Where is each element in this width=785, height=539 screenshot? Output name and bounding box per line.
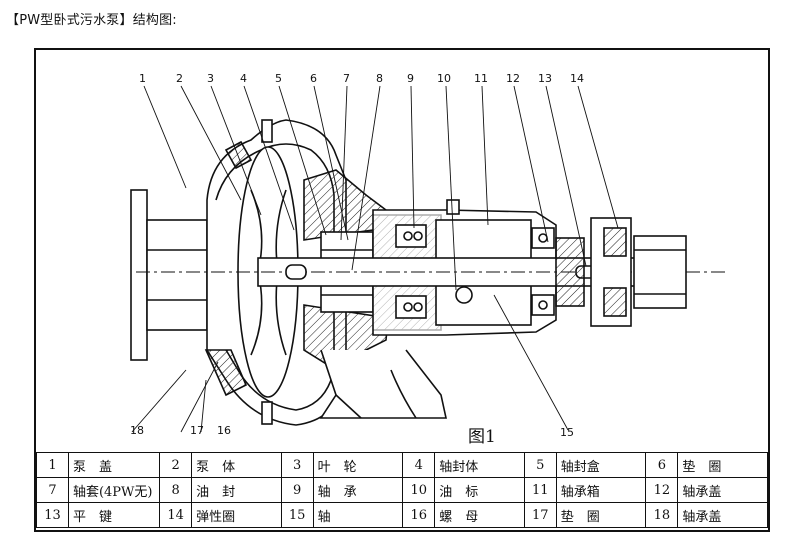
part-number: 4 <box>402 452 436 478</box>
callout-1: 1 <box>139 72 146 85</box>
part-name: 泵 体 <box>191 452 282 478</box>
part-name: 弹性圈 <box>191 502 282 528</box>
figure-label: 图1 <box>468 427 496 447</box>
bearing-cap-right <box>555 237 585 307</box>
part-number: 2 <box>159 452 193 478</box>
page-caption: 【PW型卧式污水泵】结构图: <box>6 13 177 28</box>
bearing-right-upper <box>531 227 555 249</box>
oil-indicator <box>455 286 473 304</box>
coupling-right <box>633 235 687 309</box>
part-name: 垫 圈 <box>677 452 768 478</box>
callout-3: 3 <box>207 72 214 85</box>
part-name: 油 封 <box>191 477 282 503</box>
inlet-pipe <box>146 219 208 331</box>
callout-11: 11 <box>474 72 488 85</box>
elastic-ring <box>603 227 627 257</box>
part-number: 3 <box>280 452 314 478</box>
callout-2: 2 <box>176 72 183 85</box>
callout-17: 17 <box>190 424 204 437</box>
bearing-right-lower <box>531 294 555 316</box>
part-name: 叶 轮 <box>312 452 404 478</box>
callout-6: 6 <box>310 72 317 85</box>
top-bolt <box>261 119 273 143</box>
part-name: 轴承箱 <box>555 477 647 503</box>
part-number: 18 <box>645 502 679 528</box>
part-number: 16 <box>402 502 436 528</box>
callout-10: 10 <box>437 72 451 85</box>
part-number: 9 <box>280 477 314 503</box>
inlet-flange <box>130 189 148 361</box>
part-number: 8 <box>159 477 193 503</box>
part-number: 6 <box>645 452 679 478</box>
pump-cross-section-drawing: 1 2 3 4 5 6 7 8 9 10 11 12 13 14 15 16 1… <box>130 72 726 447</box>
callout-9: 9 <box>407 72 414 85</box>
callout-13: 13 <box>538 72 552 85</box>
part-name: 螺 母 <box>434 502 525 528</box>
bearing-left-upper <box>395 224 427 248</box>
part-name: 轴承盖 <box>677 477 768 503</box>
callout-5: 5 <box>275 72 282 85</box>
part-number: 15 <box>280 502 314 528</box>
part-name: 轴承盖 <box>677 502 768 528</box>
part-name: 垫 圈 <box>555 502 647 528</box>
callout-8: 8 <box>376 72 383 85</box>
part-number: 7 <box>36 477 69 503</box>
callout-12: 12 <box>506 72 520 85</box>
part-name: 轴 承 <box>312 477 404 503</box>
part-name: 轴套(4PW无) <box>67 477 161 503</box>
part-name: 轴 <box>312 502 404 528</box>
part-name: 轴封体 <box>434 452 525 478</box>
part-number: 13 <box>36 502 69 528</box>
part-number: 1 <box>36 452 69 478</box>
part-name: 油 标 <box>434 477 525 503</box>
callout-15: 15 <box>560 426 574 439</box>
part-number: 5 <box>523 452 557 478</box>
part-name: 泵 盖 <box>67 452 161 478</box>
bottom-bolt <box>261 401 273 425</box>
support-foot <box>319 349 447 419</box>
callout-4: 4 <box>240 72 247 85</box>
part-number: 14 <box>159 502 193 528</box>
part-number: 11 <box>523 477 557 503</box>
callout-7: 7 <box>343 72 350 85</box>
part-number: 17 <box>523 502 557 528</box>
drawing-frame <box>34 48 770 532</box>
part-number: 12 <box>645 477 679 503</box>
callout-18: 18 <box>130 424 144 437</box>
callout-16: 16 <box>217 424 231 437</box>
part-name: 平 键 <box>67 502 161 528</box>
bearing-left-lower <box>395 295 427 319</box>
callout-14: 14 <box>570 72 584 85</box>
part-name: 轴封盒 <box>555 452 647 478</box>
part-number: 10 <box>402 477 436 503</box>
